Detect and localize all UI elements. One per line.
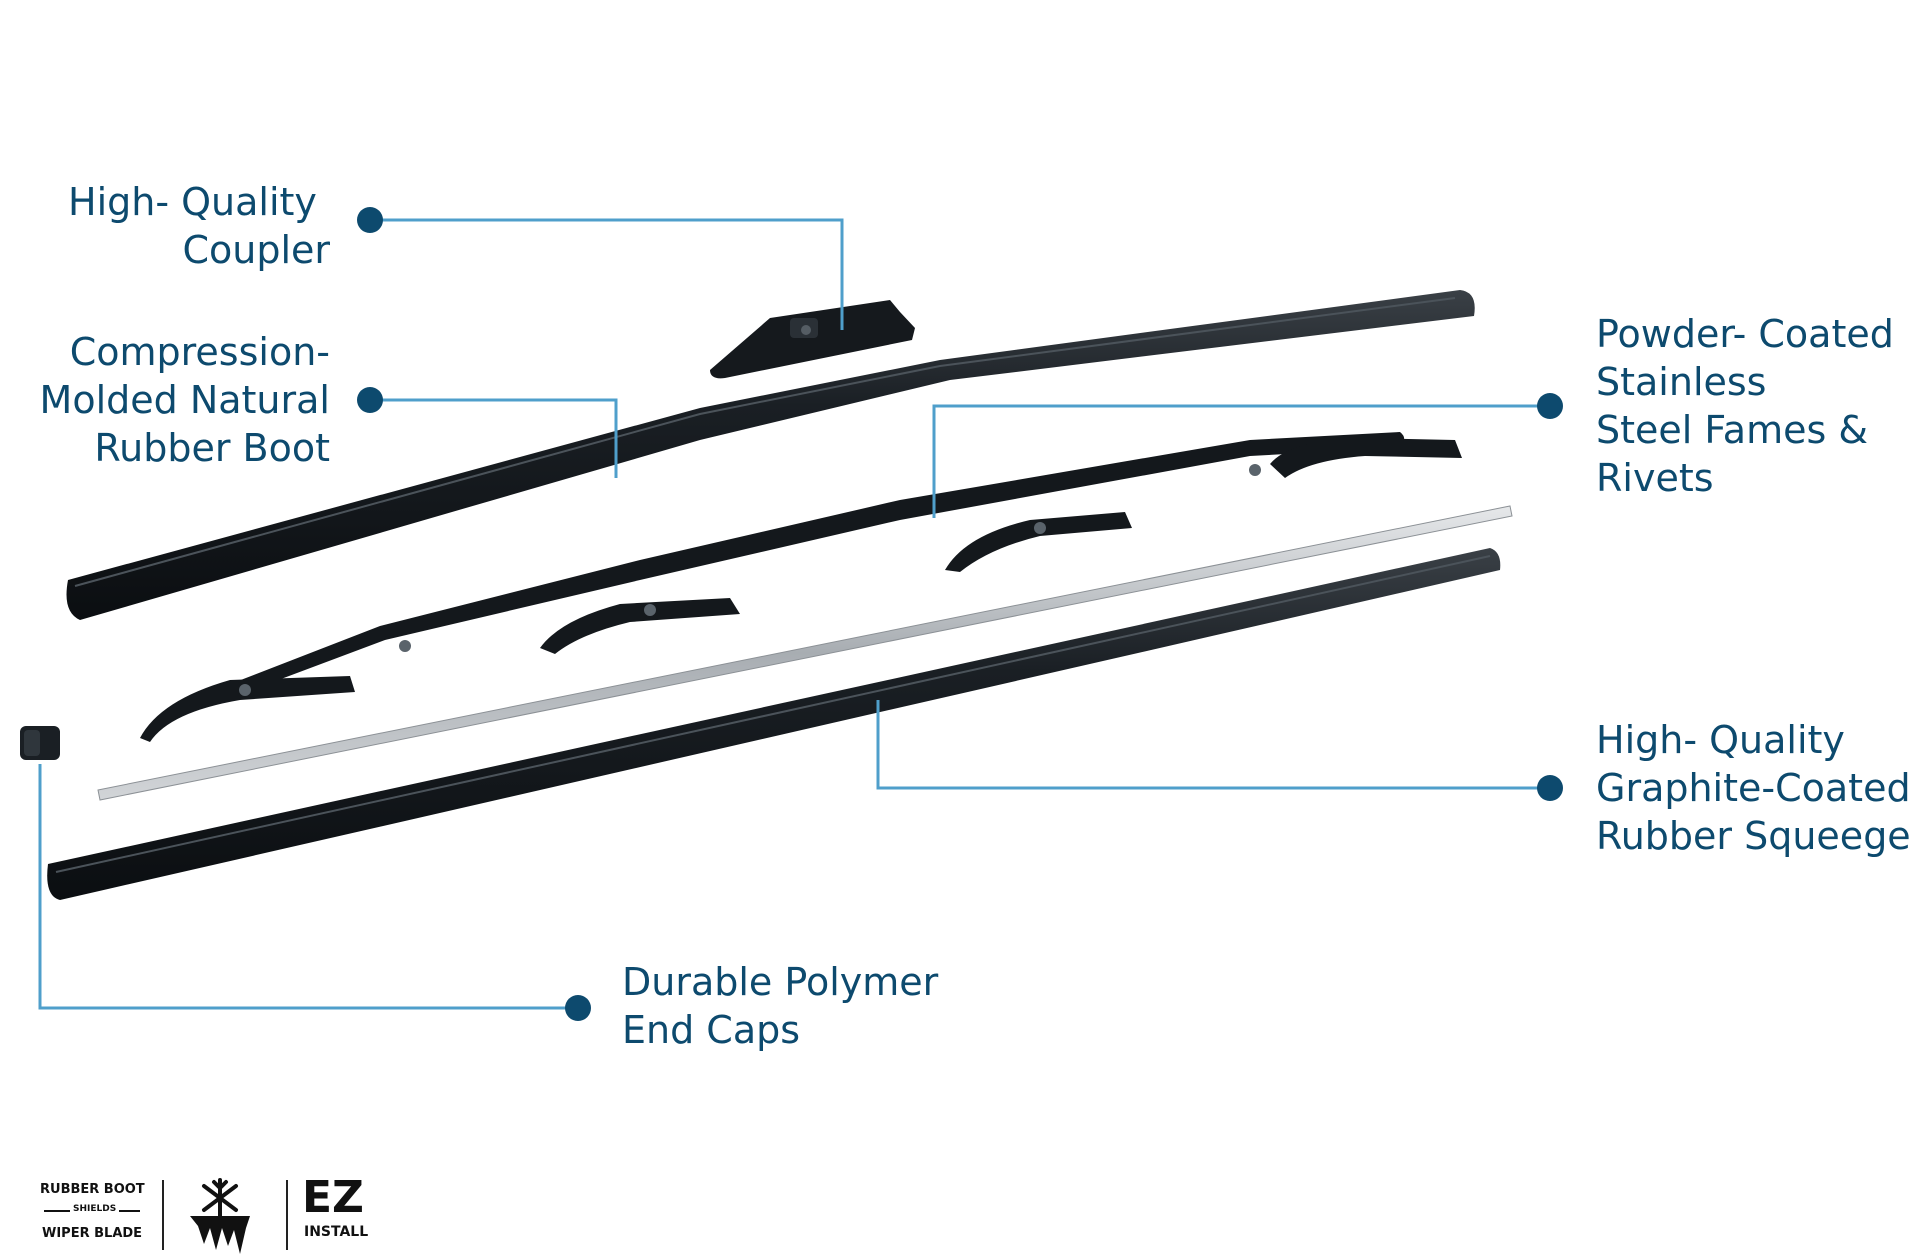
end-cap-part [20, 726, 60, 760]
frame-callout-line1: Powder- Coated [1596, 312, 1894, 356]
frame-callout-line3: Steel Fames & [1596, 408, 1868, 452]
ez-badge-small: INSTALL [304, 1224, 369, 1240]
squeegee-callout: High- Quality Graphite-Coated Rubber Squ… [1596, 716, 1916, 860]
rubber-squeegee-part [47, 548, 1501, 900]
frame-callout-line4: Rivets [1596, 456, 1714, 500]
squeegee-callout-line2: Graphite-Coated [1596, 766, 1911, 810]
squeegee-leader-line [876, 700, 1548, 790]
endcaps-callout-line2: End Caps [622, 1008, 801, 1052]
boot-leader-dot [357, 387, 383, 413]
frame-leader-line [932, 404, 1548, 518]
snowflake-ice-icon [190, 1178, 250, 1254]
boot-callout-line3: Rubber Boot [94, 426, 330, 470]
endcaps-callout-line1: Durable Polymer [622, 960, 939, 1004]
rubber-boot-badge: RUBBER BOOT SHIELDS WIPER BLADE [30, 1180, 155, 1250]
coupler-part [710, 300, 915, 379]
frame-callout: Powder- Coated Stainless Steel Fames & R… [1596, 310, 1906, 502]
endcaps-leader-line [38, 764, 578, 1010]
boot-leader-line [370, 398, 618, 478]
squeegee-leader-dot [1537, 775, 1563, 801]
coupler-leader-dot [357, 207, 383, 233]
rubber-boot-part [66, 290, 1475, 620]
rubber-boot-badge-middle: SHIELDS [70, 1204, 120, 1214]
rubber-boot-badge-bottom: WIPER BLADE [42, 1226, 143, 1241]
winter-badge [180, 1176, 260, 1254]
squeegee-callout-line1: High- Quality [1596, 718, 1845, 762]
endcaps-callout: Durable Polymer End Caps [622, 958, 1022, 1054]
boot-callout-line1: Compression- [69, 330, 330, 374]
rubber-boot-badge-top: RUBBER BOOT [40, 1182, 145, 1197]
badge-divider [162, 1180, 164, 1250]
ez-badge-big: EZ [302, 1172, 364, 1223]
steel-frame-part [140, 432, 1462, 742]
steel-strip-part [97, 505, 1513, 801]
frame-callout-line2: Stainless [1596, 360, 1767, 404]
boot-callout: Compression- Molded Natural Rubber Boot [20, 328, 330, 472]
coupler-leader-line [370, 218, 844, 330]
ez-install-badge: EZ INSTALL [302, 1174, 382, 1254]
frame-leader-dot [1537, 393, 1563, 419]
coupler-callout-line2: Coupler [182, 228, 330, 272]
coupler-callout-line1: High- Quality [68, 180, 317, 224]
feature-badges: RUBBER BOOT SHIELDS WIPER BLADE EZ INSTA… [30, 1174, 390, 1260]
squeegee-callout-line3: Rubber Squeege [1596, 814, 1911, 858]
boot-callout-line2: Molded Natural [39, 378, 330, 422]
leader-lines [38, 218, 1548, 1010]
badge-divider [286, 1180, 288, 1250]
coupler-callout: High- Quality Coupler [40, 178, 330, 274]
endcaps-leader-dot [565, 995, 591, 1021]
